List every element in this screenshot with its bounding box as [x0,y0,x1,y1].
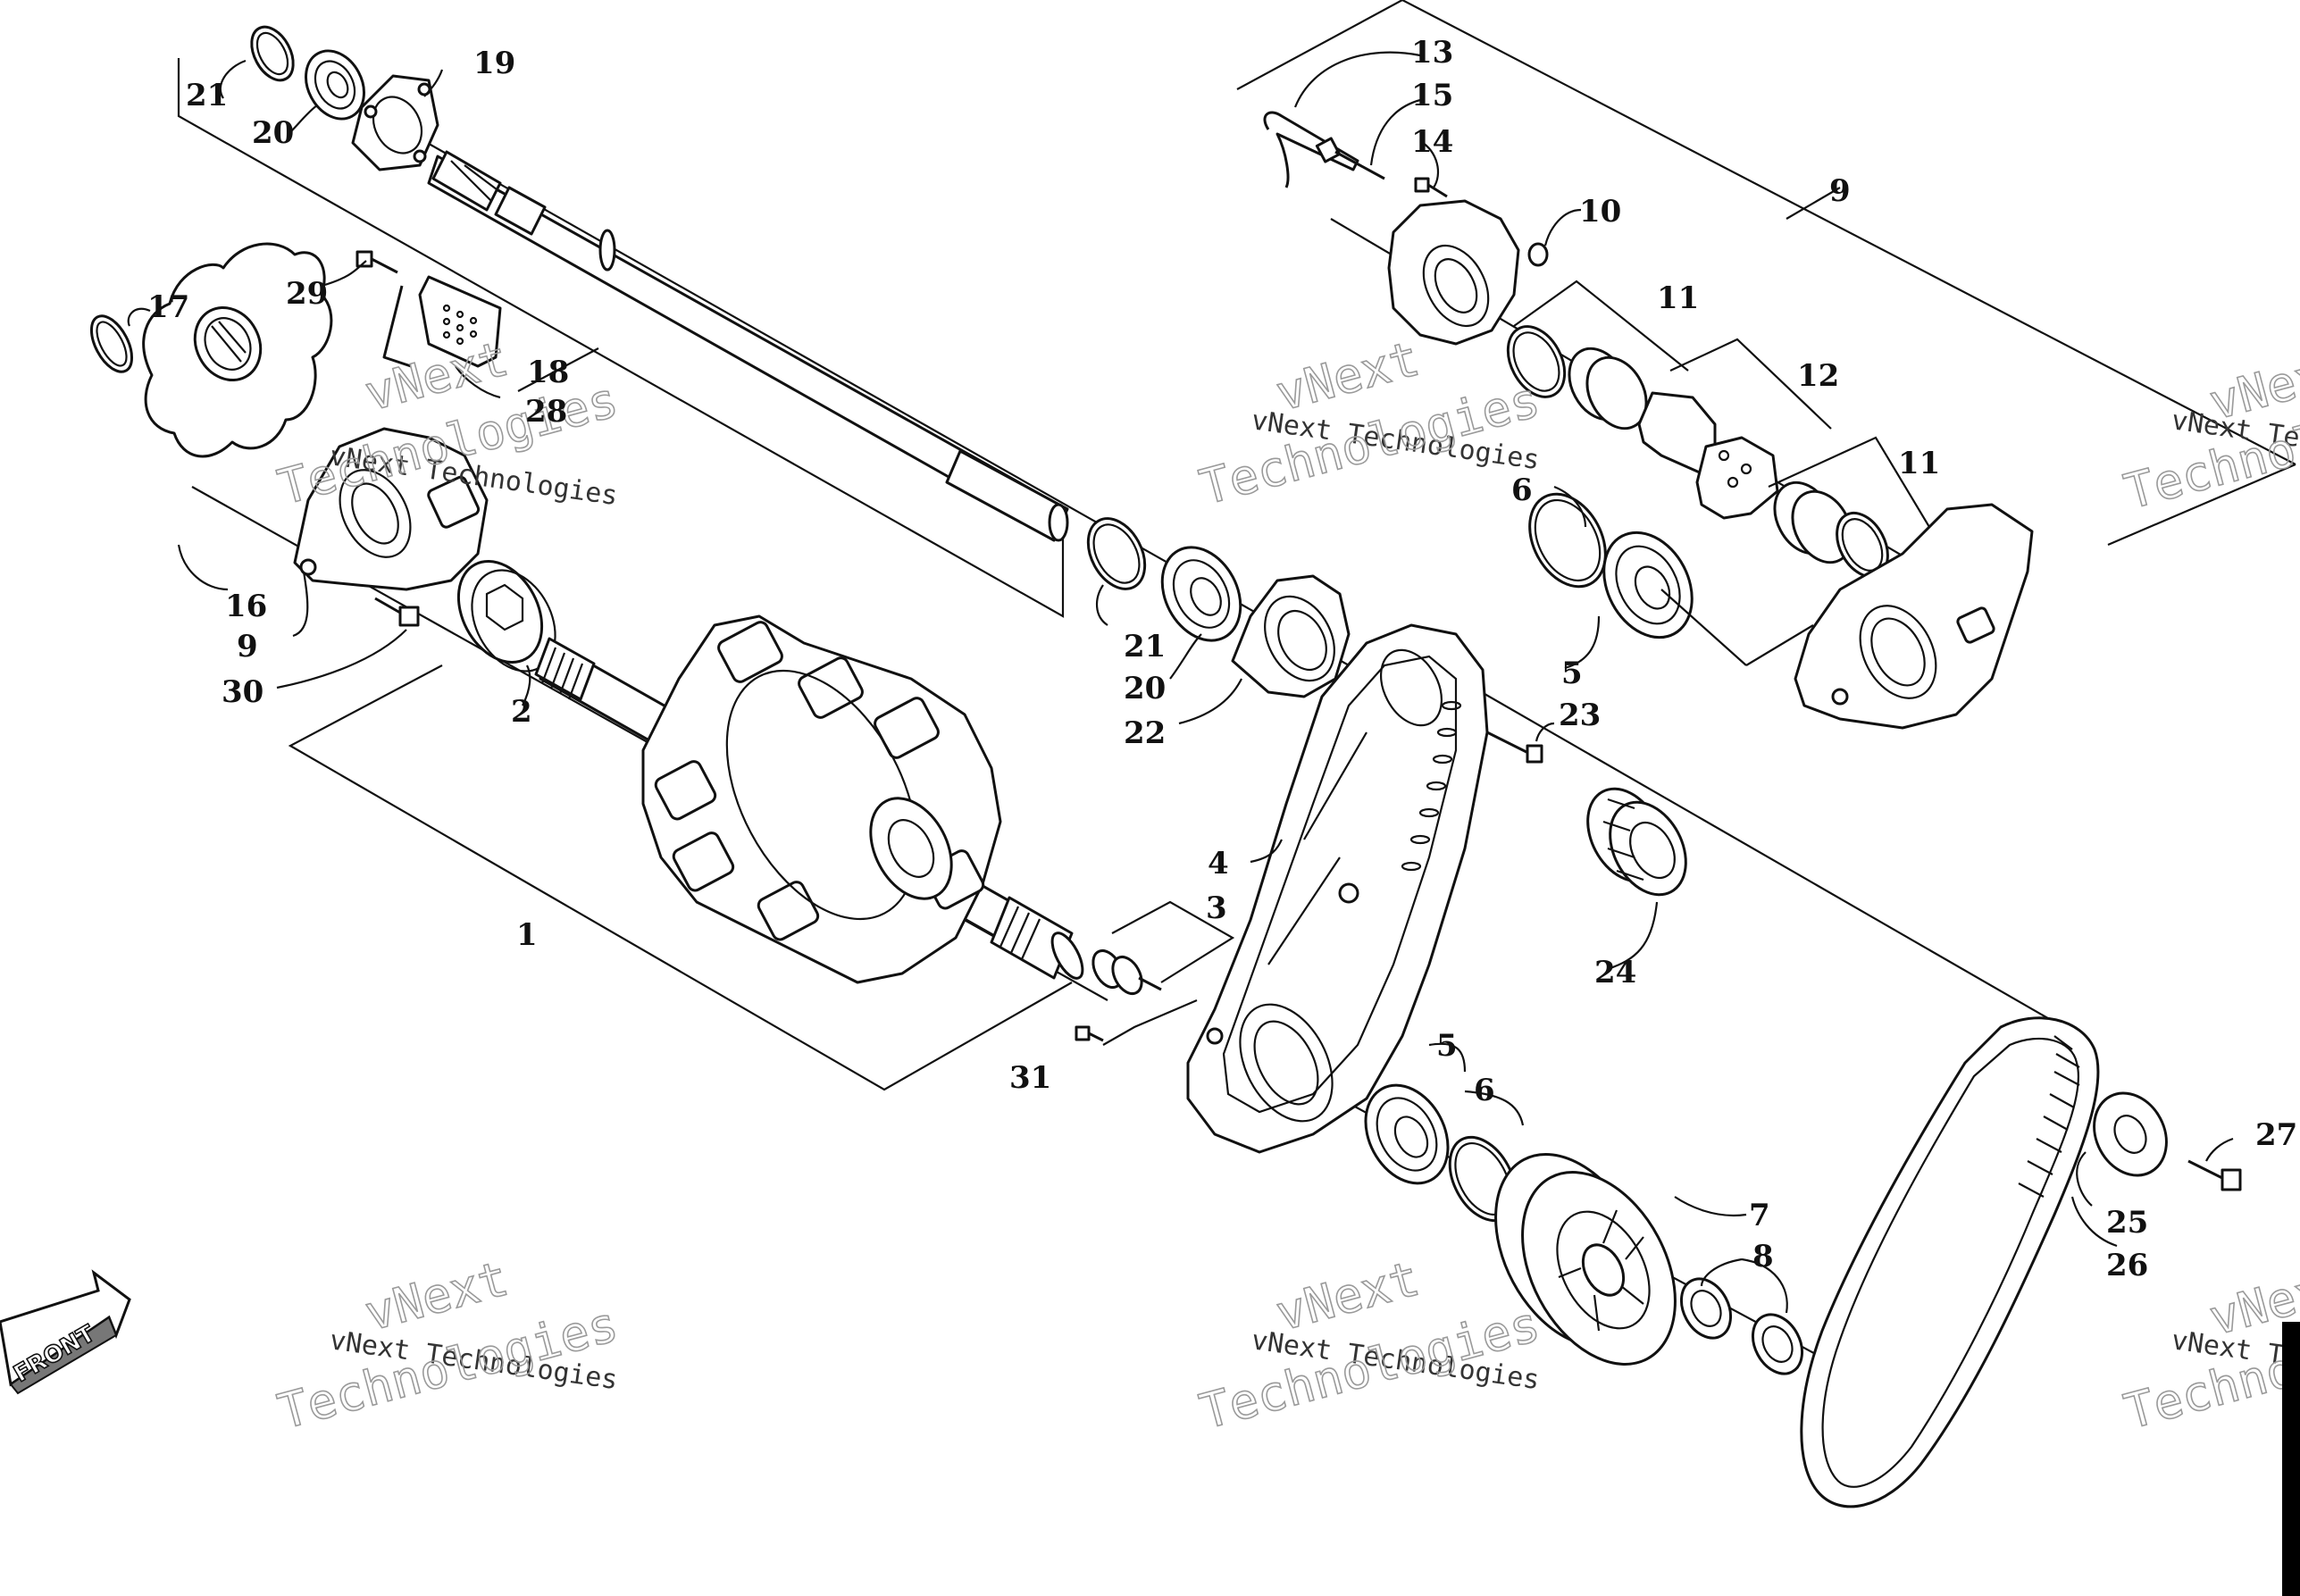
callout-9-left: 9 [237,629,258,664]
seal-ring-6-upper [1528,492,1607,589]
caliper-half-left [1387,199,1520,346]
callout-13: 13 [1411,35,1453,71]
callout-15: 15 [1411,78,1453,113]
snap-ring-top [250,25,295,82]
callout-28: 28 [525,394,567,430]
callout-12: 12 [1797,358,1839,394]
callout-24: 24 [1594,955,1636,990]
callout-27: 27 [2255,1117,2297,1153]
callout-6-upper: 6 [1511,472,1533,508]
callout-7: 7 [1749,1198,1770,1233]
mounting-bracket [382,275,502,368]
piston-seal-left [1506,325,1567,398]
assembly-bracket-axle [177,58,1065,618]
piston-seal-right [1836,511,1889,579]
caliper-nut-10 [1527,242,1549,267]
callout-18: 18 [527,355,569,390]
chaincase-housing [1186,623,1489,1154]
callout-14: 14 [1411,124,1453,160]
callout-8: 8 [1752,1239,1774,1274]
callout-23: 23 [1559,698,1601,733]
bearing-mid [1160,546,1242,642]
callout-11-upper: 11 [1657,280,1699,316]
snap-ring-mid [1086,517,1147,590]
brake-bolt-15 [1315,137,1385,180]
callout-20-top: 20 [252,115,294,151]
callout-4: 4 [1208,846,1229,882]
callout-11-lower: 11 [1898,446,1940,481]
bearing-flange [351,74,439,171]
caliper-half-right [1794,503,2034,730]
callout-5-upper: 5 [1561,656,1583,691]
assembly-bracket-drive-sprocket [288,664,1073,1091]
screw-31 [1075,999,1198,1046]
upper-sprocket [1586,787,1687,897]
front-direction-arrow: FRONT [0,1269,131,1395]
callout-22: 22 [1124,715,1166,751]
lock-nuts [1679,1277,1804,1375]
brake-pad-inner [1695,436,1779,520]
bolt-23 [1486,731,1543,764]
callout-6-lower: 6 [1474,1073,1495,1108]
bleed-fitting-14 [1414,177,1448,198]
washer-25 [2093,1091,2168,1177]
callout-29: 29 [286,276,328,312]
cotter-pin [1263,111,1359,188]
bearing-lower [1364,1083,1450,1185]
piston-right [1773,480,1853,564]
callout-3: 3 [1206,890,1227,926]
callout-5-lower: 5 [1436,1028,1458,1064]
callout-2: 2 [511,694,532,730]
callout-21-mid: 21 [1124,629,1166,664]
edge-bar [2282,1322,2300,1596]
callout-26: 26 [2106,1248,2148,1283]
callout-30: 30 [222,674,263,710]
bearing-flange-22 [1231,574,1351,698]
bolt-29 [355,250,398,274]
circlip [89,314,134,373]
callout-10: 10 [1579,194,1621,230]
leader-lines [127,51,2234,1314]
idler-sprocket [142,242,333,458]
bearing-5-upper [1602,531,1694,639]
assembly-bracket-brake [1236,0,2296,547]
callout-21-top: 21 [186,78,228,113]
drive-belt [1800,1016,2100,1508]
callout-16: 16 [225,589,267,624]
bolt-27 [2187,1159,2242,1191]
callout-20-mid: 20 [1124,671,1166,706]
drive-sprocket-body [641,614,1002,984]
axle-shaft [427,150,1069,542]
callout-25: 25 [2106,1205,2148,1241]
callout-1: 1 [516,917,538,953]
piston-left [1568,347,1648,430]
callout-9-right: 9 [1829,173,1851,209]
callout-31: 31 [1009,1060,1051,1096]
callout-17: 17 [147,289,189,325]
left-bearing-housing [293,427,489,591]
brake-group-lines [1513,280,1930,666]
watermark-bottom-mid-vnext: vNext [1270,1250,1425,1342]
bearing-top [305,49,365,121]
callout-19: 19 [473,46,515,81]
lower-sprocket [1494,1153,1677,1366]
sensor-assembly [1091,900,1235,996]
callout-labels: 1 2 3 4 5 5 6 6 7 8 9 9 10 11 11 12 13 1… [147,35,2297,1283]
bolt-30 [374,597,420,627]
